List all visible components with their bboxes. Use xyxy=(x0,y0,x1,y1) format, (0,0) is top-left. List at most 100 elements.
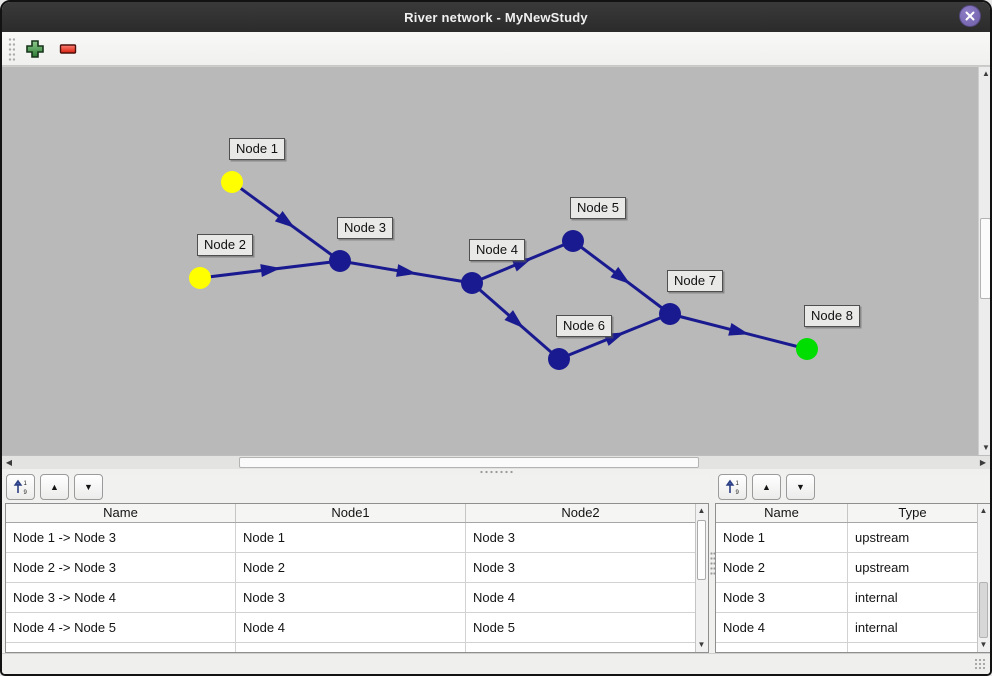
table-cell[interactable]: upstream xyxy=(855,530,910,545)
scroll-left-icon[interactable]: ◀ xyxy=(5,458,13,467)
vertical-scroll-thumb[interactable] xyxy=(980,218,990,299)
canvas-vertical-scrollbar[interactable]: ▲ ▼ xyxy=(978,67,990,455)
column-header[interactable]: Node2 xyxy=(561,505,600,520)
river-node[interactable] xyxy=(189,267,211,289)
table-cell[interactable]: Node 5 xyxy=(473,620,515,635)
scroll-right-icon[interactable]: ▶ xyxy=(979,458,987,467)
table-cell[interactable]: Node 3 xyxy=(473,560,515,575)
sort-nodes-button[interactable]: 1 9 xyxy=(718,474,747,500)
table-row[interactable]: Node 3 internal xyxy=(716,583,977,613)
sort-branches-button[interactable]: 1 9 xyxy=(6,474,35,500)
table-cell[interactable]: Node 3 xyxy=(716,583,848,612)
table-row[interactable]: Node 1 upstream xyxy=(716,523,977,553)
resize-grip-icon[interactable] xyxy=(974,658,987,671)
down-arrow-icon: ▼ xyxy=(84,481,93,492)
table-cell[interactable]: Node 2 xyxy=(236,553,466,582)
toolbar-drag-handle[interactable] xyxy=(8,36,15,61)
table-cell[interactable]: Node 1 -> Node 3 xyxy=(6,523,236,552)
branches-toolbar: 1 9 ▲ ▼ xyxy=(6,474,103,501)
table-cell[interactable]: Node 3 xyxy=(473,530,515,545)
river-node[interactable] xyxy=(796,338,818,360)
add-node-button[interactable] xyxy=(22,36,48,62)
svg-text:9: 9 xyxy=(23,490,27,495)
river-node[interactable] xyxy=(221,171,243,193)
close-icon xyxy=(965,11,975,21)
titlebar[interactable]: River network - MyNewStudy xyxy=(2,2,990,32)
nodes-table-scrollbar[interactable]: ▲ ▼ xyxy=(977,504,990,652)
table-cell[interactable]: Node 4 xyxy=(473,590,515,605)
remove-node-button[interactable] xyxy=(55,36,81,62)
table-cell[interactable]: Node 4 xyxy=(236,613,466,642)
node-label[interactable]: Node 4 xyxy=(469,239,525,261)
table-cell[interactable] xyxy=(848,643,977,652)
column-header[interactable]: Name xyxy=(716,504,848,522)
column-header[interactable]: Type xyxy=(898,505,927,520)
table-filler-row xyxy=(6,643,695,652)
table-cell[interactable] xyxy=(466,643,695,652)
table-cell[interactable]: Node 1 xyxy=(716,523,848,552)
node-label[interactable]: Node 7 xyxy=(667,270,723,292)
river-node[interactable] xyxy=(562,230,584,252)
node-label[interactable]: Node 3 xyxy=(337,217,393,239)
node-label[interactable]: Node 1 xyxy=(229,138,285,160)
close-button[interactable] xyxy=(959,5,981,27)
table-row[interactable]: Node 4 internal xyxy=(716,613,977,643)
table-cell[interactable]: Node 1 xyxy=(236,523,466,552)
add-plus-icon xyxy=(26,39,44,58)
branches-table-scrollbar[interactable]: ▲ ▼ xyxy=(695,504,708,652)
svg-text:1: 1 xyxy=(735,481,739,487)
move-up-button[interactable]: ▲ xyxy=(752,474,781,500)
move-down-button[interactable]: ▼ xyxy=(786,474,815,500)
node-label[interactable]: Node 8 xyxy=(804,305,860,327)
table-row[interactable]: Node 2 upstream xyxy=(716,553,977,583)
table-cell[interactable]: internal xyxy=(855,590,898,605)
column-header[interactable]: Node1 xyxy=(236,504,466,522)
scroll-down-icon[interactable]: ▼ xyxy=(697,640,706,649)
table-cell[interactable] xyxy=(716,643,848,652)
column-header[interactable]: Name xyxy=(6,504,236,522)
window-title: River network - MyNewStudy xyxy=(404,9,588,25)
node-label[interactable]: Node 6 xyxy=(556,315,612,337)
scroll-down-icon[interactable]: ▼ xyxy=(982,443,990,452)
table-cell[interactable]: upstream xyxy=(855,560,910,575)
scroll-down-icon[interactable]: ▼ xyxy=(979,640,988,649)
network-canvas[interactable]: Node 1 Node 2 Node 3 Node 4 Node 5 Node 6 Node… xyxy=(2,67,978,455)
node-label[interactable]: Node 2 xyxy=(197,234,253,256)
river-node[interactable] xyxy=(329,250,351,272)
horizontal-scroll-thumb[interactable] xyxy=(239,457,699,468)
table-scroll-thumb[interactable] xyxy=(697,520,706,580)
river-node[interactable] xyxy=(548,348,570,370)
table-cell[interactable] xyxy=(236,643,466,652)
up-arrow-icon: ▲ xyxy=(762,481,771,492)
river-node[interactable] xyxy=(659,303,681,325)
move-down-button[interactable]: ▼ xyxy=(74,474,103,500)
move-up-button[interactable]: ▲ xyxy=(40,474,69,500)
table-cell[interactable]: Node 3 -> Node 4 xyxy=(6,583,236,612)
table-cell[interactable]: Node 2 -> Node 3 xyxy=(6,553,236,582)
flow-arrow-icon xyxy=(610,266,631,285)
table-cell[interactable]: Node 4 xyxy=(716,613,848,642)
table-scroll-thumb[interactable] xyxy=(979,582,988,638)
table-cell[interactable]: Node 3 xyxy=(236,583,466,612)
table-cell[interactable]: Node 2 xyxy=(716,553,848,582)
flow-arrow-icon xyxy=(728,322,750,336)
table-cell[interactable] xyxy=(6,643,236,652)
scroll-up-icon[interactable]: ▲ xyxy=(979,506,988,515)
flow-arrow-icon xyxy=(274,210,295,228)
node-label[interactable]: Node 5 xyxy=(570,197,626,219)
scroll-up-icon[interactable]: ▲ xyxy=(982,69,990,78)
table-cell[interactable]: Node 4 -> Node 5 xyxy=(6,613,236,642)
splitter-handle-icon xyxy=(479,470,513,474)
table-cell[interactable]: internal xyxy=(855,620,898,635)
svg-text:1: 1 xyxy=(23,481,27,487)
canvas-horizontal-scrollbar[interactable]: ◀ ▶ xyxy=(2,455,990,469)
river-node[interactable] xyxy=(461,272,483,294)
horizontal-splitter[interactable] xyxy=(2,469,990,475)
scroll-up-icon[interactable]: ▲ xyxy=(697,506,706,515)
vertical-splitter[interactable] xyxy=(709,475,715,653)
